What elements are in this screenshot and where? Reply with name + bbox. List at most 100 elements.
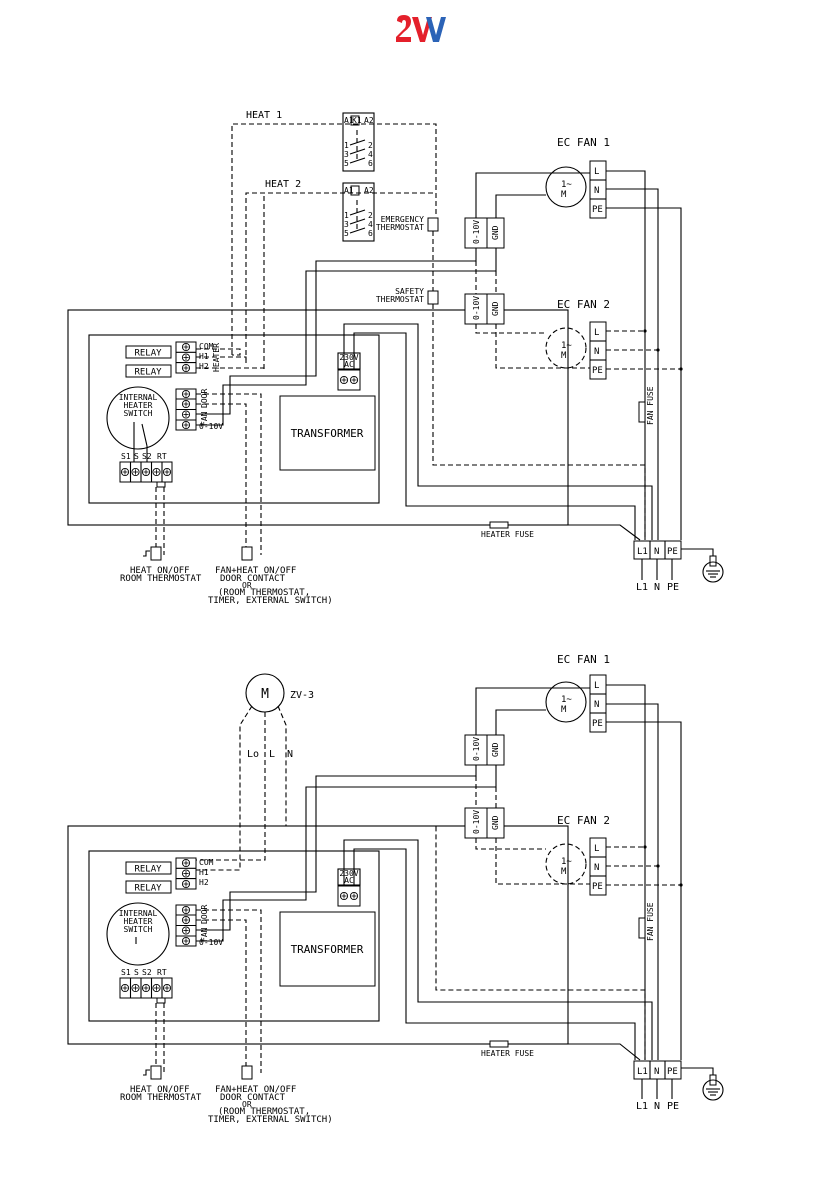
transformer-bottom bbox=[279, 911, 376, 987]
transformer-label: TRANSFORMER bbox=[291, 427, 364, 440]
motor-1phase-label: 1~ bbox=[561, 341, 572, 351]
transformer-label: TRANSFORMER bbox=[291, 943, 364, 956]
internal-label-3: SWITCH bbox=[124, 409, 153, 418]
l-label: L bbox=[594, 167, 599, 177]
h2-label: H2 bbox=[199, 878, 209, 887]
n3-label: 3 bbox=[344, 150, 349, 159]
internal-label-2: HEATER bbox=[124, 917, 153, 926]
ac-label: AC bbox=[344, 876, 354, 885]
internal-heater-switch-bottom bbox=[106, 902, 170, 966]
ec-fan-2-label: EC FAN 2 bbox=[557, 814, 610, 827]
ac-terminal-block-bottom bbox=[337, 885, 361, 907]
lo-label: Lo bbox=[247, 749, 259, 760]
relay-2-top bbox=[125, 364, 172, 378]
fan2-0-10v-label: 0-10V bbox=[472, 296, 481, 320]
zv3-m-label: M bbox=[261, 687, 269, 702]
emergency-thermostat-top bbox=[427, 217, 439, 232]
controller-board-bottom bbox=[88, 850, 380, 1022]
door-contact-top bbox=[241, 546, 253, 561]
motor-1phase-label: 1~ bbox=[561, 180, 572, 190]
zv3-label: ZV-3 bbox=[290, 690, 314, 701]
a2-label: A2 bbox=[364, 116, 374, 125]
or-label: OR bbox=[242, 1100, 252, 1109]
n2-label: 2 bbox=[368, 141, 373, 150]
ec-fan-2-motor-top bbox=[545, 327, 587, 369]
pe-label: PE bbox=[667, 547, 678, 557]
or-label: OR bbox=[242, 581, 252, 590]
h2-label: H2 bbox=[199, 362, 209, 371]
n-label: N bbox=[654, 1067, 659, 1077]
fan1-0-10v-label: 0-10V bbox=[472, 220, 481, 244]
v230-label: 230V bbox=[339, 869, 358, 878]
room-thermostat-paren-label: (ROOM THERMOSTAT, bbox=[218, 588, 310, 598]
l1-label: L1 bbox=[637, 547, 648, 557]
fan1-0-10v-label: 0-10V bbox=[472, 737, 481, 761]
emergency-label: EMERGENCY bbox=[381, 215, 425, 224]
s1-label: S1 bbox=[121, 968, 131, 977]
earth-icon bbox=[702, 1079, 724, 1101]
timer-external-label: TIMER, EXTERNAL SWITCH) bbox=[208, 1115, 333, 1125]
a1-label: A1 bbox=[344, 186, 354, 195]
pe-label: PE bbox=[592, 882, 603, 892]
heater-fuse-top bbox=[489, 521, 509, 529]
safety-thermostat-top bbox=[427, 290, 439, 305]
door-contact-label: DOOR CONTACT bbox=[220, 574, 286, 584]
h1-label: H1 bbox=[199, 868, 209, 877]
l-label: L bbox=[594, 681, 599, 691]
timer-external-label: TIMER, EXTERNAL SWITCH) bbox=[208, 596, 333, 606]
heat1-label: HEAT 1 bbox=[246, 110, 282, 121]
fan-fuse-label: FAN FUSE bbox=[646, 386, 655, 425]
ac-label: AC bbox=[344, 360, 354, 369]
a1-label: A1 bbox=[344, 116, 354, 125]
relay-label: RELAY bbox=[134, 368, 162, 378]
ac-terminal-block-top bbox=[337, 369, 361, 391]
n6-label: 6 bbox=[368, 229, 373, 238]
relay-1-bottom bbox=[125, 861, 172, 875]
pe-label: PE bbox=[592, 205, 603, 215]
fan-label: FAN bbox=[200, 927, 209, 942]
v230-label: 230V bbox=[339, 353, 358, 362]
n-zv3-label: N bbox=[287, 749, 293, 760]
fan2-gnd-label: GND bbox=[491, 815, 500, 830]
motor-m-label: M bbox=[561, 867, 567, 877]
l1-label: L1 bbox=[637, 1067, 648, 1077]
zero-ten-v-label: 0-10V bbox=[199, 422, 223, 431]
top-wiring-diagram: RELAY RELAY COM H1 H2 HEATER DOOR FAN 0-… bbox=[67, 110, 724, 606]
n-supply-label: N bbox=[654, 582, 660, 593]
ec-fan-1-label: EC FAN 1 bbox=[557, 653, 610, 666]
emergency-thermostat-label: THERMOSTAT bbox=[376, 223, 424, 232]
pe-label: PE bbox=[667, 1067, 678, 1077]
n6-label: 6 bbox=[368, 159, 373, 168]
ec-fan-1-motor-top bbox=[545, 166, 587, 208]
fan1-gnd-label: GND bbox=[491, 225, 500, 240]
relay-2-bottom bbox=[125, 880, 172, 894]
l-label: L bbox=[594, 844, 599, 854]
contactor-1-top: A1 A2 K1 1 3 5 2 4 6 bbox=[342, 112, 375, 172]
l-label: L bbox=[594, 328, 599, 338]
door-contact-label: DOOR CONTACT bbox=[220, 1093, 286, 1103]
s1-label: S1 bbox=[121, 452, 131, 461]
internal-label-1: INTERNAL bbox=[119, 393, 158, 402]
pe-label: PE bbox=[592, 366, 603, 376]
motor-m-label: M bbox=[561, 190, 567, 200]
heat-onoff-label: HEAT ON/OFF bbox=[130, 1085, 190, 1095]
n3-label: 3 bbox=[344, 220, 349, 229]
pe-label: PE bbox=[592, 719, 603, 729]
internal-label-3: SWITCH bbox=[124, 925, 153, 934]
room-thermostat-label: ROOM THERMOSTAT bbox=[120, 1093, 202, 1103]
com-label: COM bbox=[199, 858, 214, 867]
zero-ten-v-label: 0-10V bbox=[199, 938, 223, 947]
safety-label: SAFETY bbox=[395, 287, 424, 296]
n1-label: 1 bbox=[344, 211, 349, 220]
relay-1-top bbox=[125, 345, 172, 359]
n-supply-label: N bbox=[654, 1101, 660, 1112]
heater-fuse-label: HEATER FUSE bbox=[481, 1049, 534, 1058]
internal-label-1: INTERNAL bbox=[119, 909, 158, 918]
l1-supply-label: L1 bbox=[636, 582, 648, 593]
contactor-2-top: A1 A2 1 3 5 2 4 6 bbox=[342, 182, 375, 242]
n4-label: 4 bbox=[368, 220, 373, 229]
s2-label: S2 bbox=[142, 968, 152, 977]
controller-board-top bbox=[88, 334, 380, 504]
heat2-label: HEAT 2 bbox=[265, 179, 301, 190]
rt-label: RT bbox=[157, 452, 167, 461]
